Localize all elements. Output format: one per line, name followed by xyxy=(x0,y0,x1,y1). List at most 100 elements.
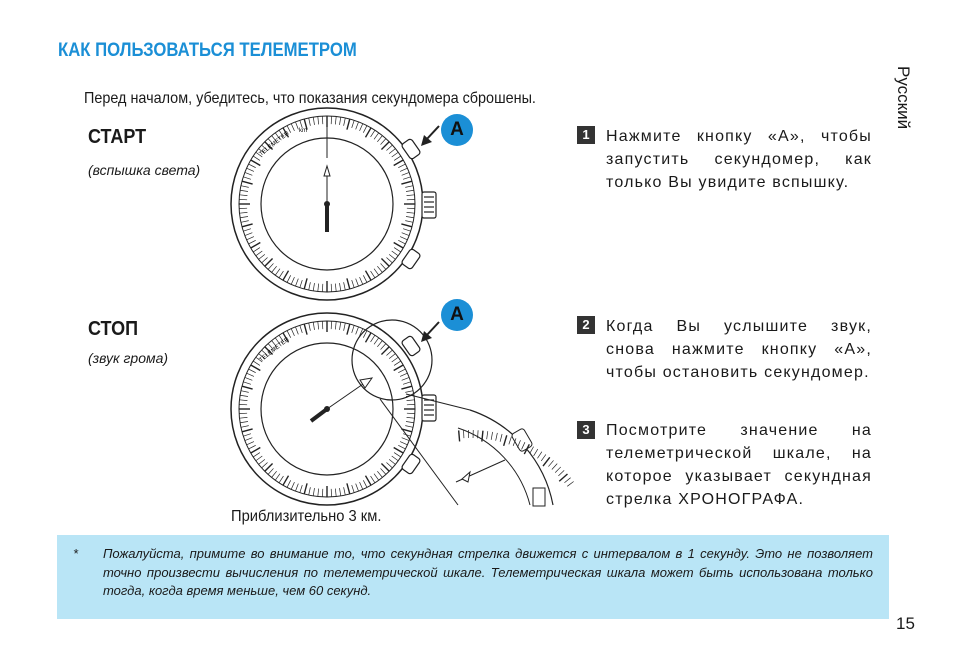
dial-tick xyxy=(246,372,255,377)
language-side-label: Русский xyxy=(894,66,913,130)
dial-tick xyxy=(335,116,337,125)
step-1-text: Нажмите кнопку «А», чтобы запустить секу… xyxy=(606,128,872,191)
dial-tick xyxy=(364,270,372,281)
note-text: Пожалуйста, примите во внимание то, что … xyxy=(103,546,873,598)
dial-tick xyxy=(405,185,414,188)
dial-tick xyxy=(567,481,574,487)
dial-tick xyxy=(377,265,383,273)
dial-tick xyxy=(558,470,565,477)
dial-tick xyxy=(278,475,284,483)
dial-tick xyxy=(398,445,406,450)
dial-tick xyxy=(346,278,351,290)
dial-tick xyxy=(401,437,410,441)
dial-tick xyxy=(240,220,249,223)
dial-tick xyxy=(312,322,315,331)
dial-tick xyxy=(271,470,277,478)
dial-tick xyxy=(312,487,315,496)
dial-tick xyxy=(240,390,249,393)
dial-tick xyxy=(317,321,319,330)
dial-tick xyxy=(264,257,274,267)
dial-tick xyxy=(240,185,249,188)
dial-tick xyxy=(290,276,295,285)
dial-tick xyxy=(393,241,404,249)
dial-tick xyxy=(405,421,414,424)
dial-tick xyxy=(542,456,551,467)
magnifier-circle xyxy=(351,319,433,401)
dial-tick xyxy=(253,155,261,161)
dial-tick xyxy=(359,328,364,337)
note-marker: * xyxy=(73,546,79,561)
dial-tick xyxy=(286,125,291,133)
dial-tick xyxy=(282,332,290,343)
dial-tick xyxy=(401,428,413,433)
dial-tick xyxy=(363,480,368,488)
second-hand-tip-icon xyxy=(323,164,331,177)
dial-tick xyxy=(339,282,342,291)
dial-tick xyxy=(250,364,261,372)
dial-tick xyxy=(364,475,372,486)
dial-tick xyxy=(355,483,359,492)
dial-tick xyxy=(377,135,383,143)
dial-unit-label: km xyxy=(299,128,307,134)
dial-tick xyxy=(264,462,274,472)
dial-tick xyxy=(246,236,255,241)
dial-tick xyxy=(388,254,396,260)
dial-tick xyxy=(398,240,406,245)
dial-tick xyxy=(295,121,299,130)
hand-pivot xyxy=(324,201,330,207)
arrow-to-button-icon xyxy=(421,125,440,146)
dial-tick xyxy=(393,360,401,366)
dial-tick xyxy=(248,163,256,168)
dial-tick xyxy=(393,155,401,161)
dial-tick xyxy=(380,346,390,356)
dial-tick xyxy=(359,276,364,285)
dial-tick xyxy=(399,372,408,377)
chronograph-second-hand xyxy=(326,381,367,410)
dial-tick xyxy=(380,257,390,267)
dial-tick xyxy=(317,283,319,292)
dial-tick xyxy=(267,138,274,145)
dial-tick xyxy=(351,279,355,288)
stop-heading: СТОП xyxy=(88,318,139,340)
dial-tick xyxy=(240,425,249,428)
dial-tick xyxy=(264,141,274,151)
step-number-badge: 2 xyxy=(577,316,595,334)
dial-tick xyxy=(299,279,303,288)
dial-tick xyxy=(339,117,342,126)
dial-tick xyxy=(405,425,414,428)
dial-tick xyxy=(255,151,263,158)
dial-tick xyxy=(393,159,404,167)
start-subtitle: (вспышка света) xyxy=(88,162,201,178)
dial-tick xyxy=(517,440,521,448)
dial-tick xyxy=(399,441,408,446)
dial-tick xyxy=(377,470,383,478)
dial-tick xyxy=(401,232,410,236)
dial-tick xyxy=(388,459,396,465)
dial-tick xyxy=(246,167,255,172)
dial-tick xyxy=(380,263,387,270)
dial-tick xyxy=(481,430,484,442)
dial-tick xyxy=(248,445,256,450)
dial-tick xyxy=(339,487,342,496)
dial-tick xyxy=(386,144,393,151)
dial-tick xyxy=(402,228,411,232)
dial-tick xyxy=(373,132,380,140)
dial-tick xyxy=(335,321,337,330)
button-a-badge: A xyxy=(441,299,473,331)
dial-tick xyxy=(244,172,253,176)
dial-tick xyxy=(243,381,252,385)
dial-tick xyxy=(303,483,308,495)
dial-tick xyxy=(239,399,248,401)
dial-tick xyxy=(240,421,249,424)
dial-tick xyxy=(286,480,291,488)
dial-tick xyxy=(299,120,303,129)
dial-tick xyxy=(391,356,399,363)
dial-tick xyxy=(278,335,284,343)
dial-tick xyxy=(243,176,252,180)
dial-tick xyxy=(359,481,364,490)
dial-tick xyxy=(391,250,399,257)
stop-subtitle: (звук грома) xyxy=(88,350,169,366)
dial-tick xyxy=(377,340,383,348)
zoom-detail xyxy=(455,409,574,507)
